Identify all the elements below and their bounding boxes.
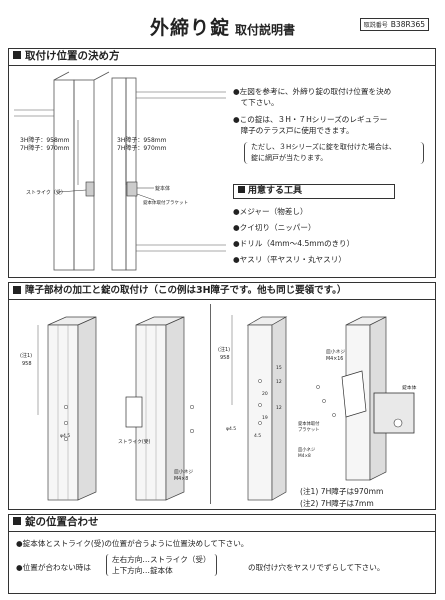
alignment-bullet-1: ●錠本体とストライク(受)の位置が合うように位置決めして下さい。 <box>16 539 249 548</box>
svg-text:15: 15 <box>276 365 282 371</box>
tool-item-3: ●ドリル（4mm〜4.5mmのきり） <box>233 239 355 248</box>
dim-label-mid-1: 3H障子：958mm <box>117 136 167 144</box>
section-heading-alignment: 錠の位置合わせ <box>8 514 436 532</box>
position-note: ただし、３Hシリーズに錠を取付けた場合は、 錠に網戸が当たります。 <box>244 142 424 164</box>
section-heading-processing: 障子部材の加工と錠の取付け（この例は3H障子です。他も同じ要領です。） <box>8 282 436 300</box>
note-2: (注2) 7H障子は7mm <box>300 499 374 508</box>
svg-text:ブラケット: ブラケット <box>298 426 319 433</box>
bracket-shape <box>341 370 367 418</box>
svg-text:(注1): (注1) <box>20 352 32 359</box>
figure-frame-dimensions: (注1) 958 φ4.5 4.5 15 12 20 12 19 <box>218 315 288 501</box>
figure-lock-install: 皿小ネジ M4×16 錠本体取付 ブラケット 錠本体 皿小ネジ M4×8 <box>298 316 417 481</box>
document-title: 外締り錠 取付説明書 <box>0 13 445 40</box>
section-processing-box <box>8 300 436 510</box>
svg-text:958: 958 <box>22 361 32 367</box>
svg-text:M4×8: M4×8 <box>298 453 311 459</box>
title-main: 外締り錠 <box>149 17 230 39</box>
position-bullet-2: ●この錠は、３H・７Hシリーズのレギュラー 障子のテラス戸に使用できます。 <box>233 115 388 135</box>
section-position-box <box>8 66 436 278</box>
tool-item-4: ●ヤスリ（平ヤスリ・丸ヤスリ） <box>233 255 346 264</box>
svg-text:錠本体取付: 錠本体取付 <box>298 420 320 427</box>
tool-item-1: ●メジャー（物差し） <box>233 207 308 216</box>
key-cylinder-shape <box>393 418 403 428</box>
dim-label-left-1: 3H障子：958mm <box>20 136 70 144</box>
svg-text:12: 12 <box>276 379 282 385</box>
body-label: 錠本体 <box>155 185 170 192</box>
svg-text:φ4.5: φ4.5 <box>226 426 236 432</box>
bracket-label: 錠本体取付ブラケット <box>143 199 188 206</box>
svg-text:皿小ネジ: 皿小ネジ <box>326 348 345 355</box>
svg-text:(注1): (注1) <box>218 346 230 353</box>
tool-item-2: ●クイ切り（ニッパー） <box>233 223 316 232</box>
svg-text:φ4.5: φ4.5 <box>60 433 70 439</box>
position-diagram: 3H障子：958mm 7H障子：970mm 3H障子：958mm 7H障子：97… <box>14 71 226 271</box>
svg-text:4.5: 4.5 <box>254 433 261 439</box>
doc-number-label: 取説番号 <box>363 22 388 29</box>
doc-number: B38R365 <box>390 20 425 29</box>
dim-label-left-2: 7H障子：970mm <box>20 144 70 152</box>
section-alignment-box <box>8 532 436 594</box>
section-square-icon <box>13 285 21 294</box>
divider <box>210 304 211 504</box>
section-heading-position: 取付け位置の決め方 <box>8 48 436 66</box>
position-bullet-1: ●左図を参考に、外締り錠の取付け位置を決め て下さい。 <box>233 87 392 107</box>
strike-label: ストライク（受） <box>26 189 66 196</box>
tools-heading: 用意する工具 <box>233 184 395 199</box>
svg-text:錠本体: 錠本体 <box>402 384 417 391</box>
svg-text:12: 12 <box>276 405 282 411</box>
svg-text:M4×16: M4×16 <box>326 356 343 362</box>
figure-frame-strike: ストライク(受) 皿小ネジ M4×8 <box>118 316 195 501</box>
svg-text:958: 958 <box>220 355 230 361</box>
dim-label-mid-2: 7H障子：970mm <box>117 144 167 152</box>
alignment-bullet-2-suffix: の取付け穴をヤスリでずらして下さい。 <box>248 563 385 572</box>
svg-text:皿小ネジ: 皿小ネジ <box>174 468 193 475</box>
section-square-icon <box>13 51 21 59</box>
svg-text:19: 19 <box>262 415 268 421</box>
svg-text:M4×8: M4×8 <box>174 476 188 482</box>
svg-text:ストライク(受): ストライク(受) <box>118 438 151 445</box>
figure-frame-drilling: (注1) 958 φ4.5 <box>20 316 97 501</box>
tools-square-icon <box>238 186 245 193</box>
lock-body-shape <box>126 181 138 197</box>
alignment-bracket: 左右方向…ストライク（受） 上下方向…錠本体 <box>106 554 217 576</box>
lock-body-3d-shape <box>373 392 415 434</box>
svg-text:皿小ネジ: 皿小ネジ <box>298 446 316 453</box>
strike-plate-shape <box>125 396 143 428</box>
alignment-bullet-2-prefix: ●位置が合わない時は <box>16 563 91 572</box>
section-square-icon <box>13 517 21 525</box>
strike-shape <box>85 181 95 197</box>
svg-text:20: 20 <box>262 391 268 397</box>
title-sub: 取付説明書 <box>235 23 296 37</box>
note-1: (注1) 7H障子は970mm <box>300 487 384 496</box>
